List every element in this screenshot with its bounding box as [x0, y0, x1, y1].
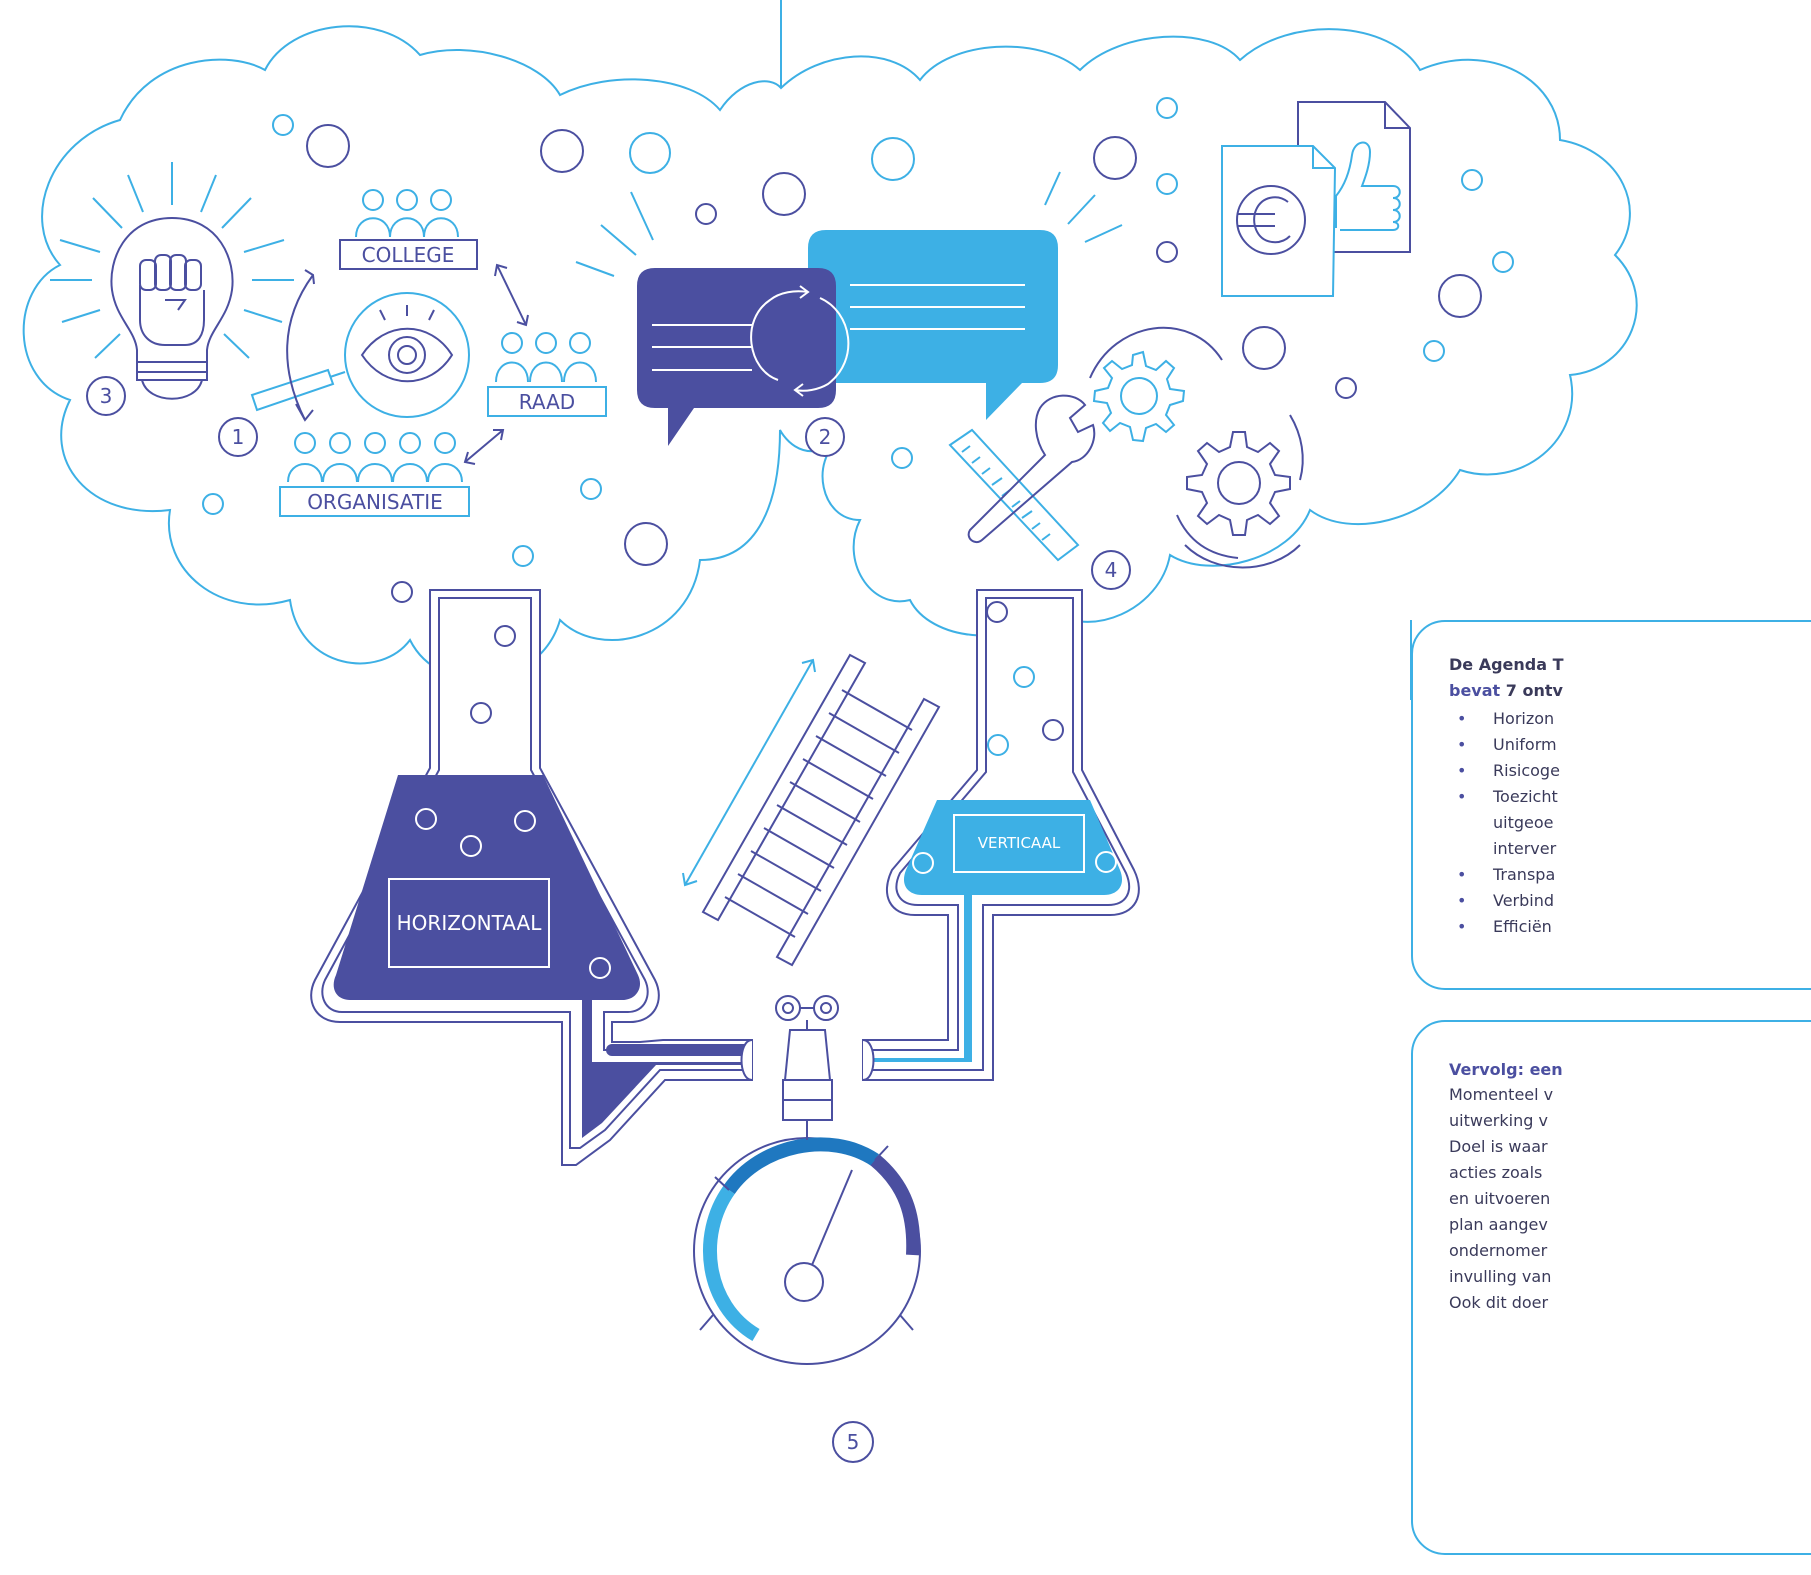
paragraph-line: en uitvoeren	[1449, 1189, 1551, 1208]
info-panel-vervolg: Vervolg: een Momenteel v uitwerking v Do…	[1411, 1020, 1811, 1555]
ladder-icon	[682, 653, 941, 967]
panel-vervolg-title: Vervolg: een	[1449, 1060, 1563, 1079]
raad-label: RAAD	[519, 390, 575, 414]
list-item: Horizon	[1449, 706, 1811, 732]
paragraph-line: Ook dit doer	[1449, 1293, 1549, 1312]
governance-diagram: COLLEGE RAAD ORGANISATIE	[250, 189, 607, 517]
valve-icon	[740, 995, 875, 1121]
bubbles	[202, 97, 1514, 603]
paragraph-line: acties zoals	[1449, 1163, 1543, 1182]
paragraph-line: Momenteel v	[1449, 1085, 1554, 1104]
euro-icon	[1236, 185, 1306, 255]
info-panel-ontwikkelpunten: De Agenda T bevat 7 ontv Horizon Uniform…	[1411, 620, 1811, 990]
list-item: Transpa	[1449, 862, 1811, 888]
college-label: COLLEGE	[362, 243, 455, 267]
list-item: Toezicht	[1449, 784, 1811, 810]
horizontaal-label: HORIZONTAAL	[397, 911, 543, 935]
panel-title-line1: De Agenda T	[1449, 655, 1564, 674]
tools-gears-icon	[948, 326, 1304, 569]
thumbs-up-icon	[1335, 141, 1401, 231]
ontwikkelpunten-list: Horizon Uniform Risicoge Toezicht uitgeo…	[1449, 706, 1811, 940]
step-number-2: 2	[819, 425, 832, 449]
list-item-continuation: interver	[1493, 839, 1557, 858]
step-number-4: 4	[1105, 558, 1118, 582]
paragraph-line: uitwerking v	[1449, 1111, 1548, 1130]
step-number-5: 5	[847, 1430, 860, 1454]
verticaal-label: VERTICAAL	[978, 834, 1061, 852]
gauge-icon	[693, 1120, 921, 1365]
organisatie-label: ORGANISATIE	[307, 490, 443, 514]
paragraph-line: Doel is waar	[1449, 1137, 1548, 1156]
paragraph-line: invulling van	[1449, 1267, 1552, 1286]
step-number-1: 1	[232, 425, 245, 449]
list-item: Risicoge	[1449, 758, 1811, 784]
list-item: Uniform	[1449, 732, 1811, 758]
flask-verticaal: VERTICAAL	[862, 589, 1140, 1081]
flask-horizontaal: HORIZONTAAL	[310, 589, 753, 1166]
paragraph-line: plan aangev	[1449, 1215, 1548, 1234]
list-item-continuation: uitgeoe	[1493, 813, 1554, 832]
dialogue-bubbles	[575, 171, 1123, 446]
paragraph-line: ondernomer	[1449, 1241, 1548, 1260]
list-item: Efficiën	[1449, 914, 1811, 940]
step-number-3: 3	[100, 384, 113, 408]
documents-icon	[1221, 101, 1411, 297]
list-item: Verbind	[1449, 888, 1811, 914]
lightbulb-fist-icon	[50, 162, 294, 400]
panel-title-line2: bevat 7 ontv	[1449, 681, 1563, 700]
step-numbers: 1 2 3 4 5	[86, 376, 1131, 1463]
